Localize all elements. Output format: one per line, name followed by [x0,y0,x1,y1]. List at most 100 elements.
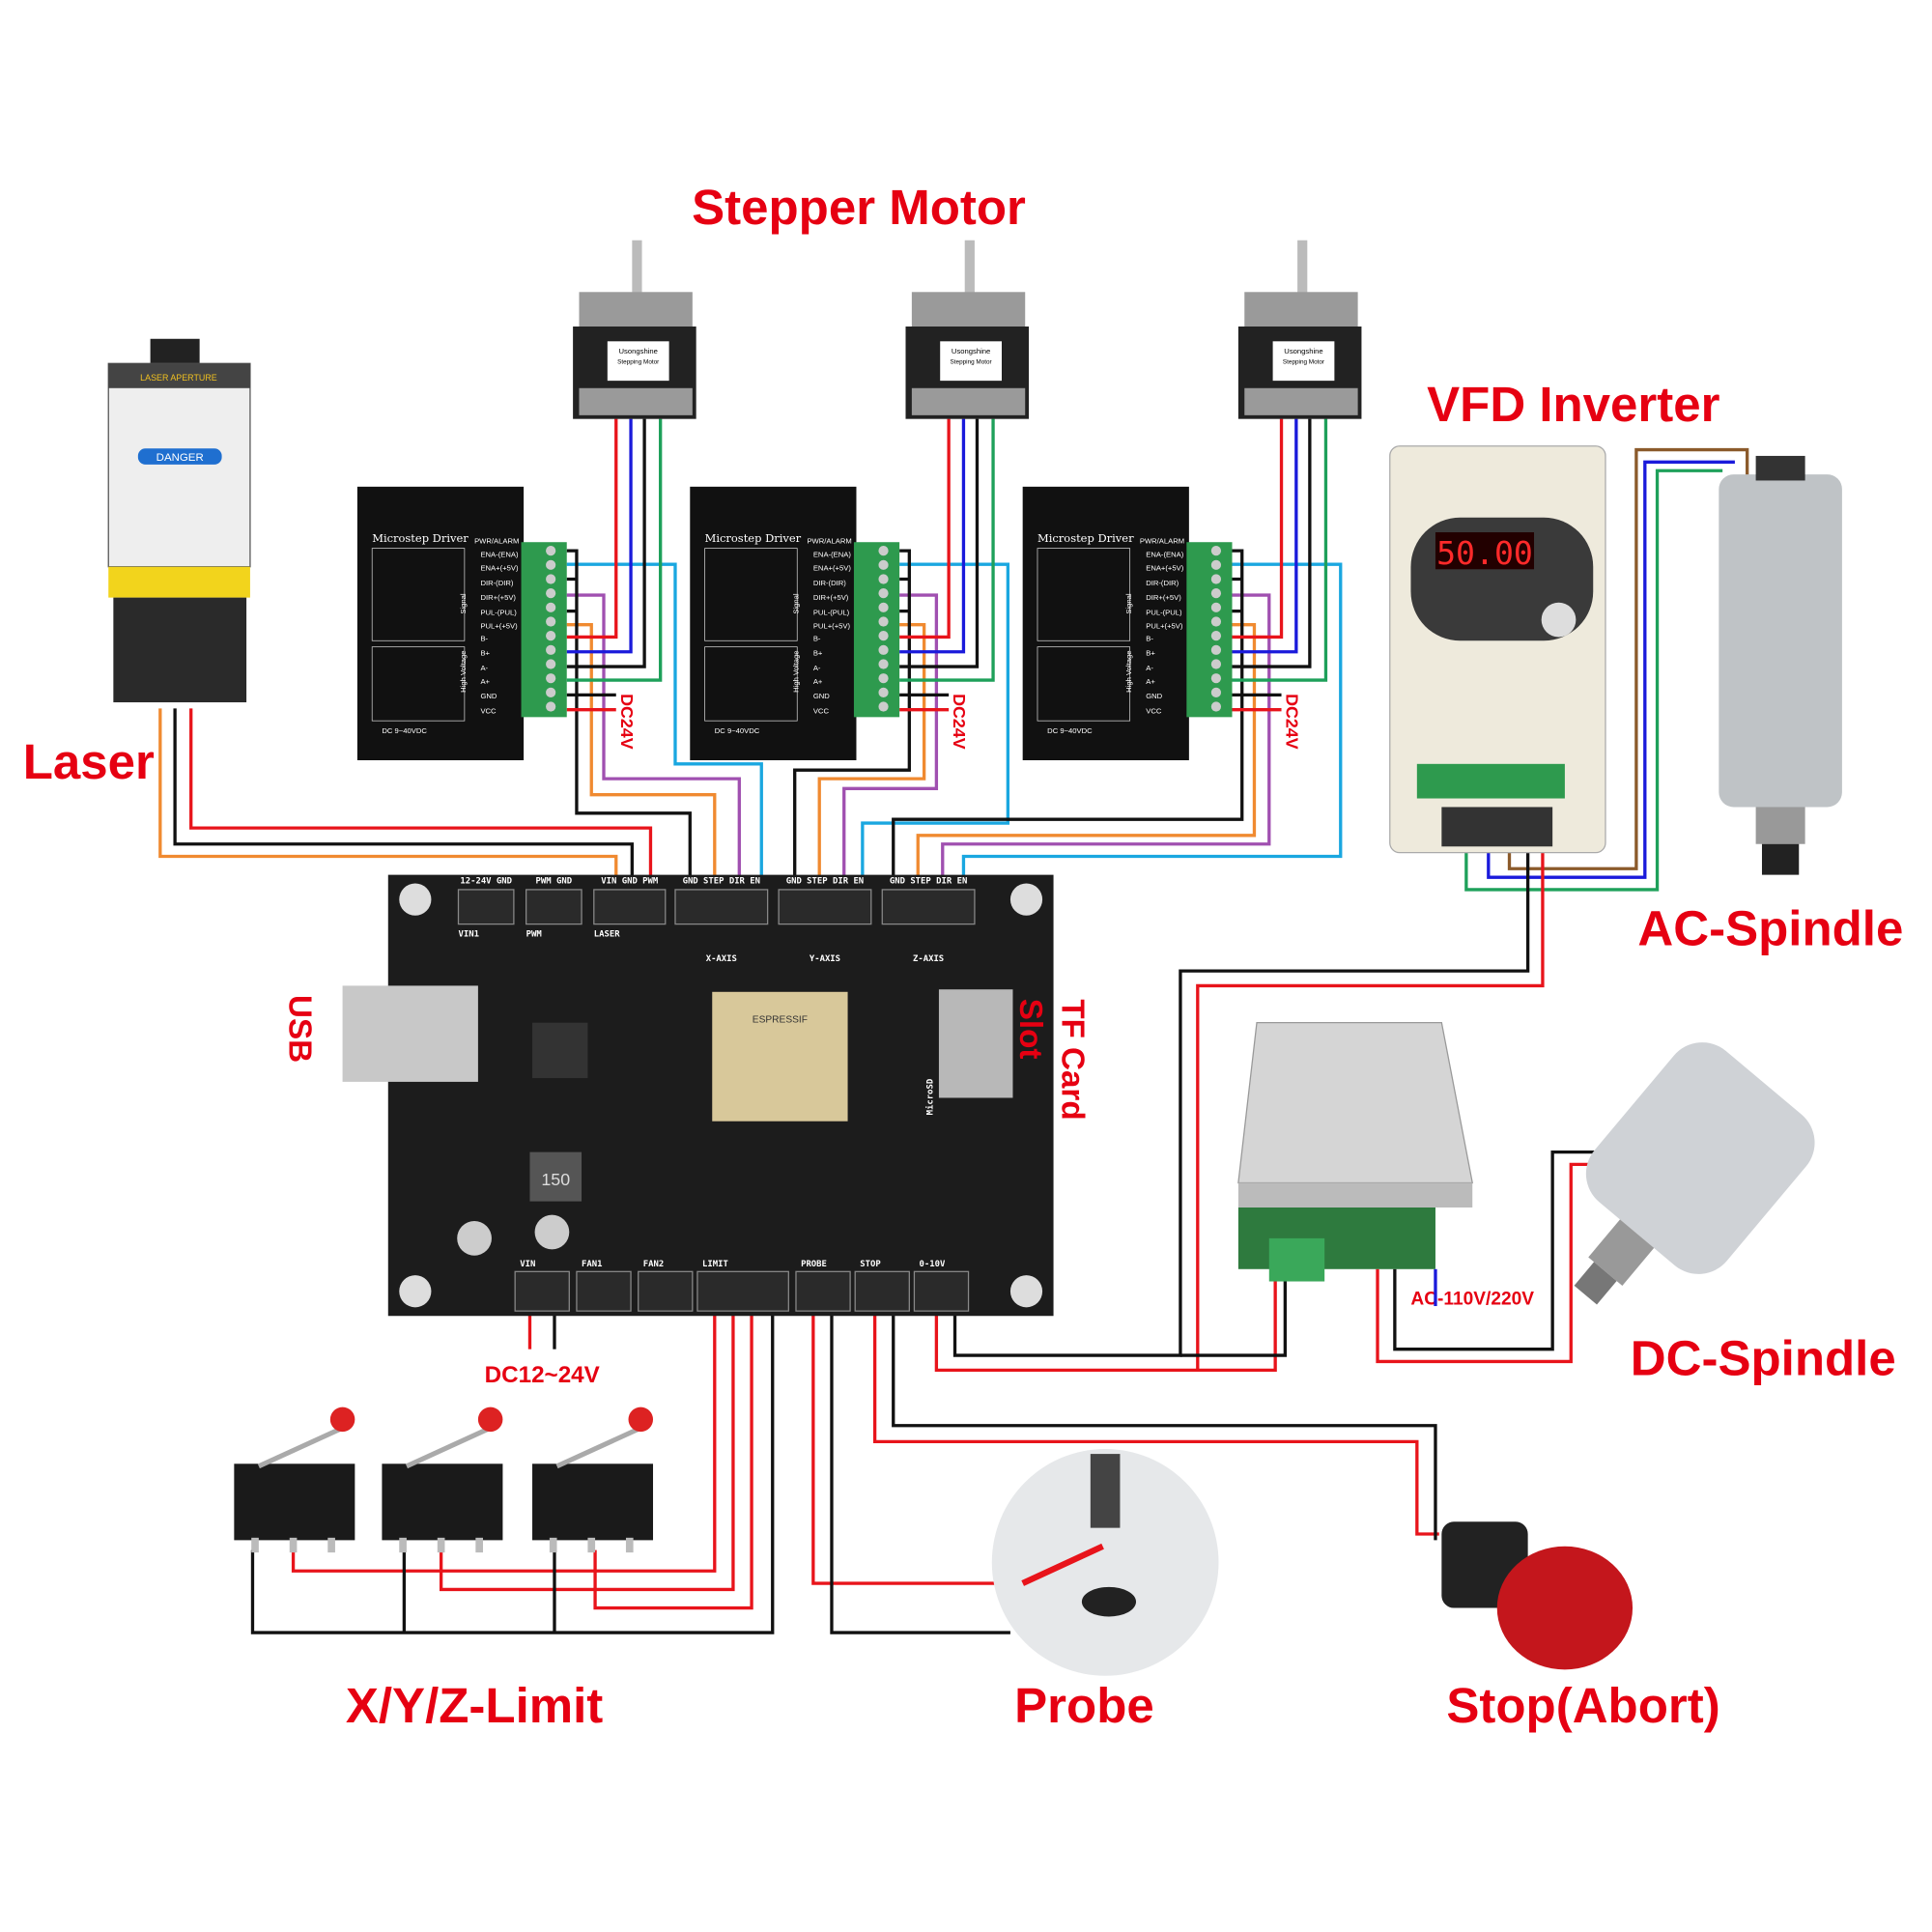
wire [861,562,1010,878]
dc-spindle [1574,1042,1815,1305]
header-vin[interactable] [514,1270,570,1312]
wire [817,623,926,878]
wire [872,1313,1439,1536]
header-fan1[interactable] [576,1270,632,1312]
header-name-label: Y-AXIS [810,954,840,964]
svg-text:GND: GND [813,692,830,700]
svg-text:GND: GND [480,692,497,700]
svg-text:PWR/ALARM: PWR/ALARM [1140,537,1184,546]
header-x-axis[interactable] [674,889,769,925]
header-limit[interactable] [696,1270,789,1312]
stepper-driver: Microstep Driver PWR/ALARM Signal High V… [690,486,969,760]
frequency-knob[interactable] [1541,602,1577,638]
header-laser[interactable] [593,889,667,925]
svg-text:DIR-(DIR): DIR-(DIR) [813,579,846,587]
esp32-module [712,991,848,1122]
svg-text:ENA-(ENA): ENA-(ENA) [1146,551,1184,559]
power-supply [1237,1022,1474,1282]
header-pins-label: GND STEP DIR EN [890,877,967,887]
dc24v-label: DC24V [950,694,969,750]
wire [566,593,741,878]
dc-input-label: DC12~24V [485,1362,600,1388]
header-vin1[interactable] [457,889,515,925]
wire [1232,418,1298,654]
svg-text:LASER APERTURE: LASER APERTURE [140,373,217,383]
laser-module: LASER APERTURE DANGER [107,338,251,703]
limit-switch[interactable] [234,1406,355,1553]
header-stop[interactable] [854,1270,910,1312]
svg-text:DC 9~40VDC: DC 9~40VDC [715,726,760,735]
svg-text:Microstep Driver: Microstep Driver [1037,531,1134,545]
header-fan2[interactable] [638,1270,694,1312]
header-pins-label: GND STEP DIR EN [786,877,864,887]
svg-text:High Voltage: High Voltage [792,650,801,692]
wire [899,418,951,639]
header-name-label: VIN1 [458,929,478,939]
header-pins-label: VIN GND PWM [601,877,658,887]
wire [1464,469,1723,892]
svg-text:PUL-(PUL): PUL-(PUL) [813,608,850,616]
header-name-label: 0-10V [920,1260,946,1269]
dc24v-label: DC24V [1283,694,1302,750]
wire [892,1313,1437,1541]
wire [952,801,1530,1357]
header-pins-label: 12-24V GND [460,877,512,887]
limit-switch[interactable] [382,1406,503,1553]
svg-text:Usongshine: Usongshine [1284,347,1322,355]
probe-label: Probe [1014,1678,1154,1733]
vfd-display: 50.00 [1436,534,1533,572]
emergency-stop-button[interactable] [1441,1521,1634,1670]
svg-text:A-: A- [1146,664,1153,672]
stepper-driver: Microstep Driver PWR/ALARM Signal High V… [1022,486,1302,760]
svg-text:DIR+(+5V): DIR+(+5V) [1146,593,1181,602]
svg-text:DIR-(DIR): DIR-(DIR) [1146,579,1179,587]
wire [566,418,646,668]
wire [916,623,1257,878]
header-pwm[interactable] [526,889,582,925]
header-name-label: PWM [526,929,542,939]
svg-text:PWR/ALARM: PWR/ALARM [474,537,519,546]
svg-text:PWR/ALARM: PWR/ALARM [807,537,851,546]
wire [566,418,663,682]
svg-text:B+: B+ [1146,649,1155,658]
ac-spindle-label: AC-Spindle [1637,900,1903,955]
usb-port[interactable] [342,985,478,1082]
probe[interactable] [991,1449,1219,1676]
wire [593,1313,753,1610]
tf-card-slot[interactable] [938,989,1013,1098]
svg-text:A-: A- [813,664,821,672]
header-z-axis[interactable] [881,889,976,925]
svg-text:DANGER: DANGER [156,452,204,464]
svg-text:PUL-(PUL): PUL-(PUL) [480,608,517,616]
svg-text:PUL+(+5V): PUL+(+5V) [480,622,518,631]
wire [1393,1150,1603,1351]
wire [158,708,618,878]
svg-text:GND: GND [1146,692,1162,700]
wire [961,562,1343,878]
header-name-label: LIMIT [702,1260,728,1269]
svg-text:ENA+(+5V): ENA+(+5V) [813,564,852,573]
header-y-axis[interactable] [778,889,872,925]
svg-text:B-: B- [813,634,821,642]
wire [173,708,634,878]
header-probe[interactable] [795,1270,851,1312]
svg-text:DIR+(+5V): DIR+(+5V) [813,593,849,602]
svg-text:Usongshine: Usongshine [619,347,658,355]
wire [1179,1275,1288,1357]
svg-text:Microstep Driver: Microstep Driver [705,531,802,545]
stepper-driver: Microstep Driver PWR/ALARM Signal High V… [356,486,637,760]
svg-text:ENA-(ENA): ENA-(ENA) [813,551,852,559]
svg-text:DC 9~40VDC: DC 9~40VDC [382,726,427,735]
wire [899,418,966,654]
header-0-10v[interactable] [913,1270,970,1312]
svg-text:DIR+(+5V): DIR+(+5V) [480,593,516,602]
svg-text:A+: A+ [1146,677,1155,686]
header-name-label: Z-AXIS [913,954,944,964]
limit-switch[interactable] [532,1406,654,1553]
usb-label: USB [282,995,318,1063]
svg-text:PUL+(+5V): PUL+(+5V) [1146,622,1183,631]
wire [793,549,911,878]
limit-label: X/Y/Z-Limit [346,1678,603,1733]
svg-text:DC 9~40VDC: DC 9~40VDC [1047,726,1093,735]
